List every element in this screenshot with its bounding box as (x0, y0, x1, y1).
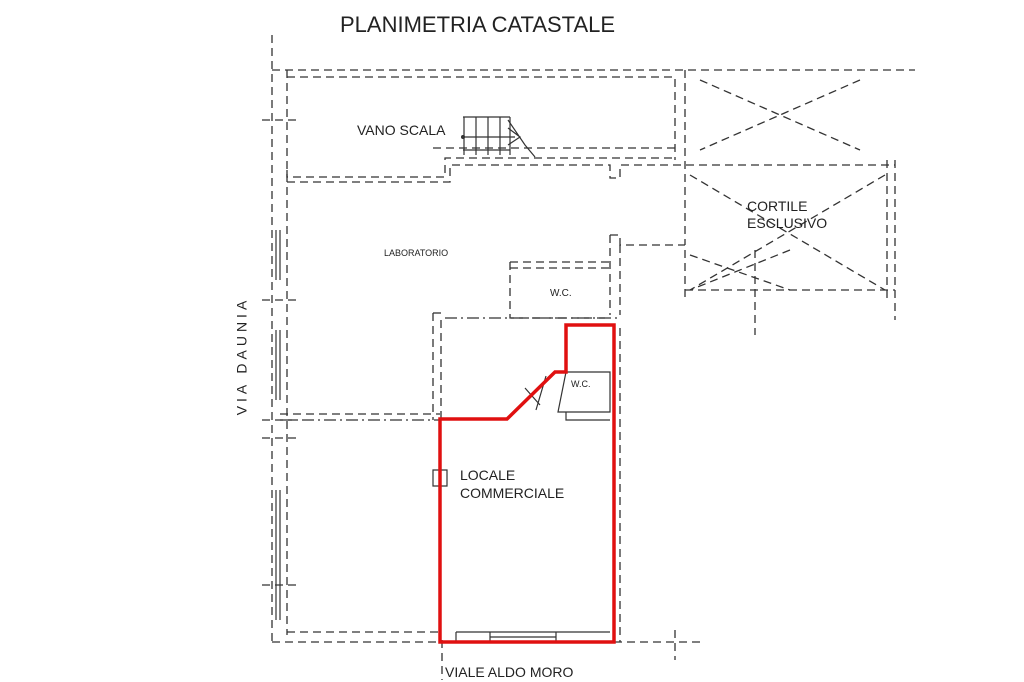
wc-lower-walls (557, 371, 611, 421)
street-label-via-daunia: VIA DAUNIA (233, 296, 250, 416)
courtyard-cross (689, 79, 886, 291)
room-label-laboratorio: LABORATORIO (384, 248, 449, 258)
highlighted-unit-boundary (438, 323, 616, 644)
room-label-vano-scala: VANO SCALA (357, 122, 446, 138)
room-label-wc-upper: W.C. (550, 288, 572, 299)
room-label-cortile-2: ESCLUSIVO (747, 215, 828, 231)
plan-title: PLANIMETRIA CATASTALE (340, 12, 616, 37)
room-label-locale-1: LOCALE (460, 467, 516, 483)
street-label-viale-aldo-moro: VIALE ALDO MORO (445, 664, 574, 680)
room-label-locale-2: COMMERCIALE (460, 485, 565, 501)
shop-window (455, 631, 610, 642)
building-walls (262, 35, 915, 680)
room-label-wc-lower: W.C. (571, 379, 591, 389)
stairs (461, 116, 536, 158)
room-label-cortile-1: CORTILE (747, 198, 808, 214)
